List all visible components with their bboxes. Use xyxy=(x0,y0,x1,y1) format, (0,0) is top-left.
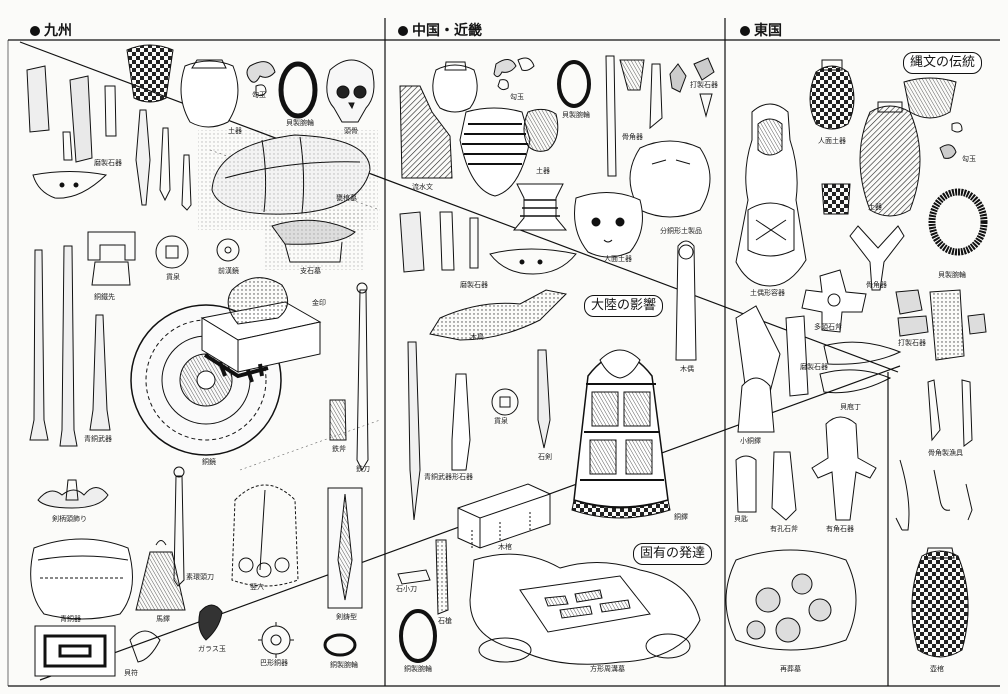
label-rosette-bronze: 巴形銅器 xyxy=(260,659,288,667)
label-wooden-coffin: 木棺 xyxy=(498,543,512,551)
label-stone-sword: 石剣 xyxy=(538,453,552,461)
label-doki-chugoku: 土器 xyxy=(536,167,550,175)
label-stone-knife: 石小刀 xyxy=(396,585,417,593)
label-dolmen: 支石墓 xyxy=(300,267,321,275)
region-bullet xyxy=(30,26,40,36)
label-shell-bracelet-togoku: 貝製腕輪 xyxy=(938,271,966,279)
label-bronze-sword-kyushu: 銅鐵先 xyxy=(94,293,115,301)
label-bracelet-chugoku: 貝製腕輪 xyxy=(562,111,590,119)
label-shell-ornament: 貝符 xyxy=(124,669,138,677)
label-doki-kyushu: 土器 xyxy=(228,127,242,135)
label-bracelet-kyushu: 貝製腕輪 xyxy=(286,119,314,127)
label-chipped-stone-chugoku: 打製石器 xyxy=(690,81,718,89)
label-bone-tool-togoku: 骨角器 xyxy=(866,281,887,289)
label-iron-sword: 鉄刀 xyxy=(356,465,370,473)
label-coin-kyushu: 貨泉 xyxy=(166,273,180,281)
label-bronze-weapon-stone: 青銅武器形石器 xyxy=(424,473,473,481)
theme-indigenous-development: 固有の発達 xyxy=(633,543,713,566)
label-magatama-chugoku: 勾玉 xyxy=(510,93,524,101)
label-mold: 剣鋳型 xyxy=(336,613,357,621)
chugoku-artifacts xyxy=(397,55,715,665)
label-small-bell: 小銅鐸 xyxy=(740,437,761,445)
label-chipped-stone-togoku: 打製石器 xyxy=(898,339,926,347)
region-header-chugoku-kinki: 中国・近畿 xyxy=(398,24,482,38)
region-label-togoku: 東国 xyxy=(754,23,782,39)
label-jar-burial: 甕棺墓 xyxy=(336,194,357,202)
label-bronze-weapons-kyushu: 青銅武器 xyxy=(84,435,112,443)
kyushu-artifacts xyxy=(26,44,378,677)
label-bronze-bracelet-kyushu: 銅製腕輪 xyxy=(330,661,358,669)
label-polished-stone-chugoku: 磨製石器 xyxy=(460,281,488,289)
label-dogu-jar: 土偶形容器 xyxy=(750,289,785,297)
label-wooden-figure: 木偶 xyxy=(680,365,694,373)
label-skull: 頭骨 xyxy=(344,127,358,135)
label-human-face-chugoku: 人面土器 xyxy=(604,255,632,263)
label-polished-stone-kyushu: 磨製石器 xyxy=(94,159,122,167)
label-bronze-bracelet-chugoku: 銅製腕輪 xyxy=(404,665,432,673)
label-stone-spear: 石槍 xyxy=(438,617,452,625)
label-polished-stone-togoku: 磨製石器 xyxy=(800,363,828,371)
label-ring-knife: 素環頭刀 xyxy=(186,573,214,581)
region-bullet xyxy=(398,26,408,36)
region-label-kyushu: 九州 xyxy=(44,23,72,39)
label-bronze-mirror: 銅鏡 xyxy=(202,458,216,466)
label-pit-dwelling: 竪穴 xyxy=(250,583,264,591)
label-sword-ornament: 剣柄頭飾り xyxy=(52,515,87,523)
label-gold-seal: 金印 xyxy=(312,299,326,307)
label-dotaku: 銅鐸 xyxy=(674,513,688,521)
label-magatama-togoku: 勾玉 xyxy=(962,155,976,163)
label-wooden-bird: 木鳥 xyxy=(470,333,484,341)
label-jokei: 前漢鏡 xyxy=(218,267,239,275)
label-clay-weight-vessel: 分銅形土製品 xyxy=(660,227,702,235)
label-iron-axe: 鉄斧 xyxy=(332,445,346,453)
label-glass-magatama: ガラス玉 xyxy=(198,645,226,653)
label-bone-fishing-gear: 骨角製漁具 xyxy=(928,449,963,457)
region-bullet xyxy=(740,26,750,36)
togoku-artifacts xyxy=(725,59,988,658)
label-square-mound: 方形周溝墓 xyxy=(590,665,625,673)
label-bone-tool-chugoku: 骨角器 xyxy=(622,133,643,141)
label-flowing-water: 流水文 xyxy=(412,183,433,191)
label-coin-chugoku: 貨泉 xyxy=(494,417,508,425)
label-shell-knife: 貝庖丁 xyxy=(840,403,861,411)
region-header-togoku: 東国 xyxy=(740,24,782,38)
label-pot-coffin: 壺棺 xyxy=(930,665,944,673)
label-horned-stone: 有角石器 xyxy=(826,525,854,533)
theme-continental-influence: 大陸の影響 xyxy=(584,295,664,318)
region-label-chugoku-kinki: 中国・近畿 xyxy=(412,23,482,39)
label-reburial: 再葬墓 xyxy=(780,665,801,673)
label-horse-bell: 馬鐸 xyxy=(156,615,170,623)
label-shell-spoon: 貝匙 xyxy=(734,515,748,523)
label-perforated-axe: 有孔石斧 xyxy=(770,525,798,533)
frame xyxy=(7,18,1000,687)
theme-jomon-tradition: 縄文の伝統 xyxy=(903,52,983,75)
region-header-kyushu: 九州 xyxy=(30,24,72,38)
label-bronze-pot: 青銅器 xyxy=(60,615,81,623)
label-magatama-kyushu: 勾玉 xyxy=(252,91,266,99)
label-face-pot-togoku: 人面土器 xyxy=(818,137,846,145)
label-doki-togoku: 土器 xyxy=(868,203,882,211)
label-multi-head-axe: 多頭石斧 xyxy=(814,323,842,331)
